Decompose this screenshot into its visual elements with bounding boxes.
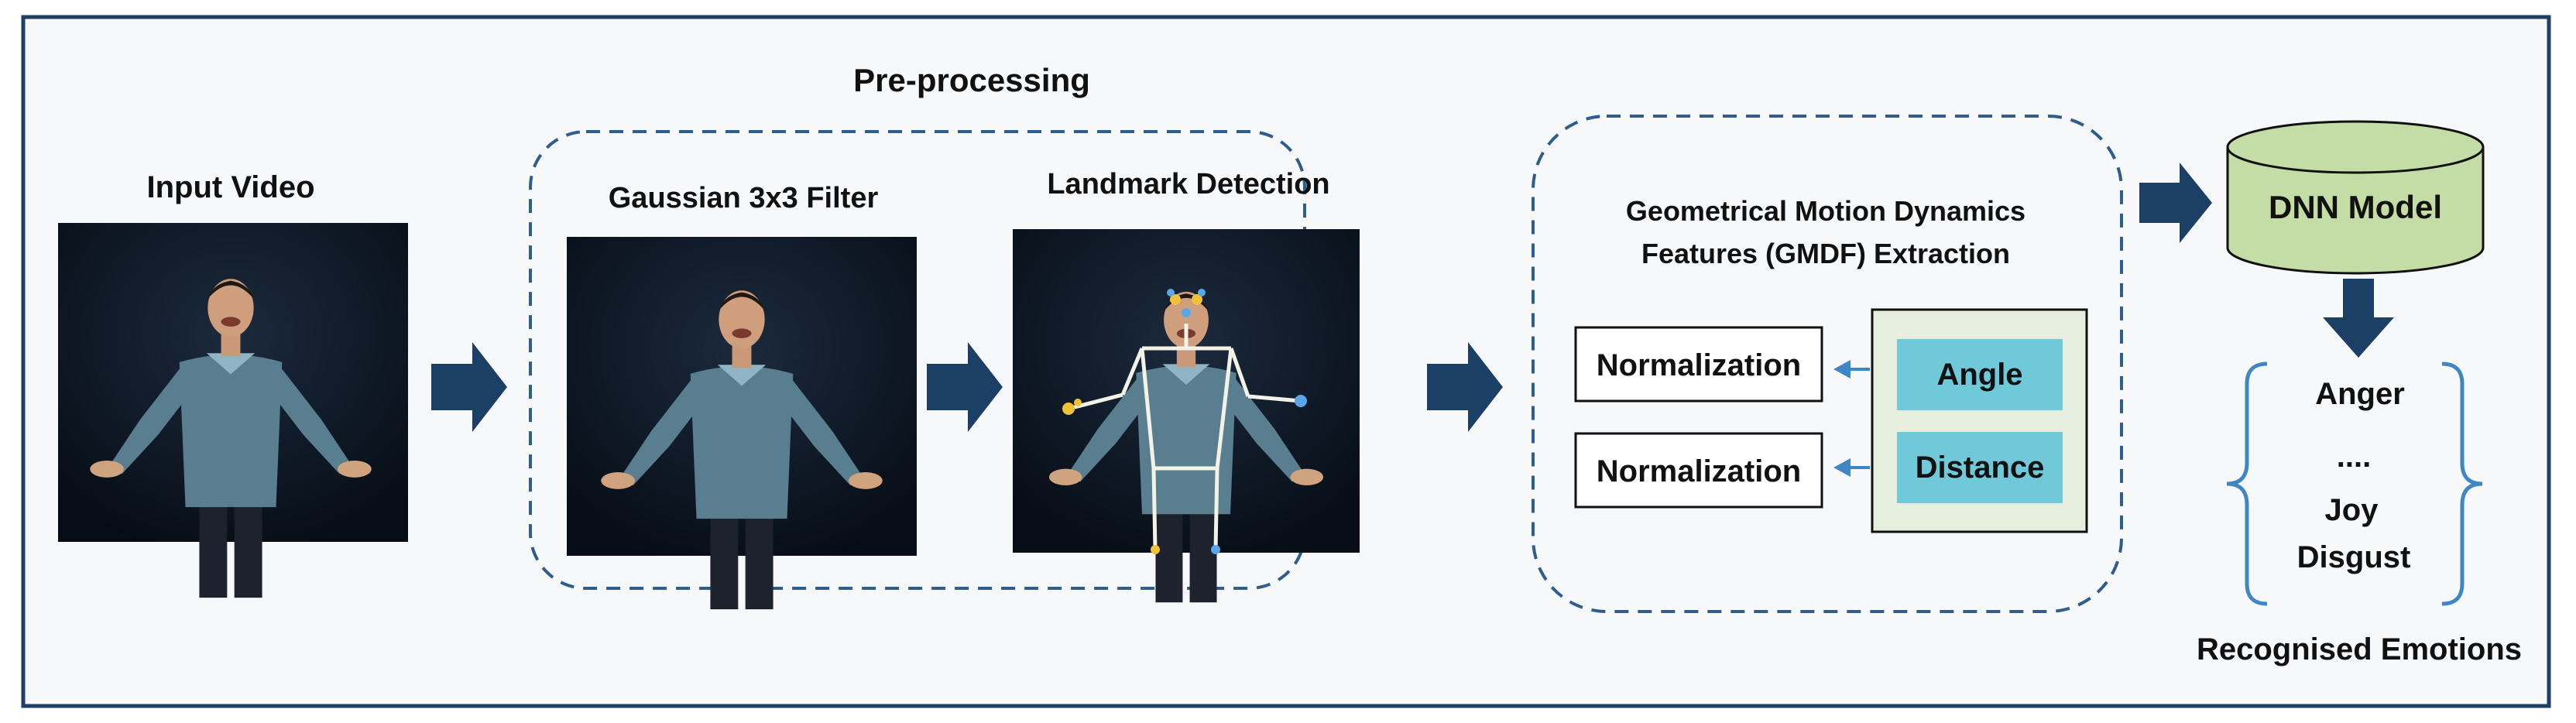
input-video-label: Input Video	[146, 170, 314, 204]
distance-label: Distance	[1916, 451, 2045, 485]
angle-box	[1897, 339, 2063, 410]
gaussian-filtered-frame	[567, 237, 917, 610]
arrow-input-to-filter	[431, 342, 507, 432]
arrow-dnn-to-emotions	[2323, 279, 2394, 358]
emotion-item-joy: Joy	[2325, 493, 2379, 527]
gmdf-title-line-1: Geometrical Motion Dynamics	[1626, 195, 2025, 227]
normalization-box-2	[1574, 432, 1823, 509]
dnn-model-cylinder	[2226, 120, 2485, 275]
gaussian-filter-label: Gaussian 3x3 Filter	[609, 182, 879, 214]
arrow-filter-to-landmark	[927, 342, 1003, 432]
landmark-points	[1062, 289, 1307, 554]
normalization-box-1	[1574, 326, 1823, 403]
emotion-item-disgust: Disgust	[2297, 540, 2411, 574]
input-video-frame	[58, 223, 408, 598]
angle-label: Angle	[1936, 358, 2022, 392]
landmark-detection-label: Landmark Detection	[1047, 168, 1329, 200]
distance-box	[1897, 432, 2063, 503]
arrow-angle-to-normalization	[1833, 360, 1870, 379]
right-brace	[2441, 362, 2483, 606]
skeleton-overlay	[1068, 324, 1302, 550]
arrow-preprocessing-to-gmdf	[1427, 342, 1503, 432]
arrow-distance-to-normalization	[1833, 458, 1870, 477]
emotion-item-anger: Anger	[2315, 377, 2405, 411]
landmark-detection-frame	[1013, 229, 1360, 603]
arrow-gmdf-to-dnn	[2139, 163, 2212, 243]
preprocessing-label: Pre-processing	[853, 62, 1090, 98]
preprocessing-group	[529, 130, 1306, 590]
emotion-item-ellipsis: ....	[2337, 440, 2371, 474]
recognised-emotions-label: Recognised Emotions	[2197, 632, 2522, 666]
left-brace	[2226, 362, 2268, 606]
gmdf-title-line-2: Features (GMDF) Extraction	[1641, 238, 2010, 269]
gmdf-group	[1532, 115, 2123, 613]
dnn-model-label: DNN Model	[2269, 189, 2442, 225]
normalization-2-label: Normalization	[1597, 454, 1801, 488]
normalization-1-label: Normalization	[1597, 348, 1801, 382]
